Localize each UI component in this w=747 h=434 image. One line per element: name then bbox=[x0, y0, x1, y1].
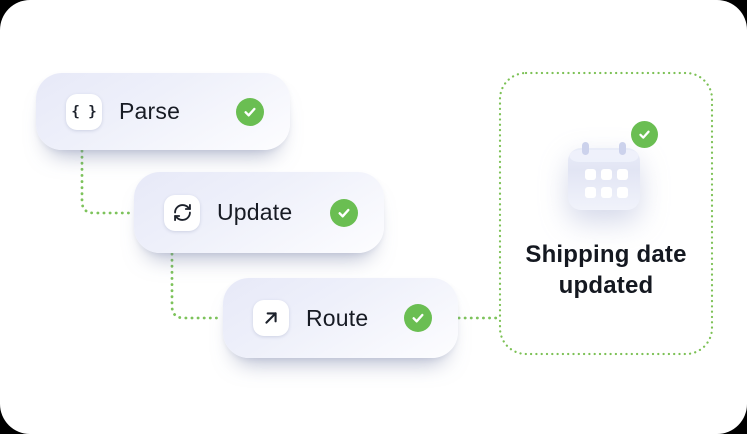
check-badge bbox=[330, 198, 358, 227]
check-badge bbox=[404, 304, 432, 332]
workflow-step-route[interactable]: Route bbox=[223, 278, 458, 358]
step-label: Route bbox=[306, 304, 369, 331]
check-badge bbox=[631, 121, 658, 148]
connector-parse-update bbox=[80, 149, 135, 215]
workflow-step-update[interactable]: Update bbox=[134, 172, 384, 253]
step-label: Update bbox=[217, 199, 293, 225]
refresh-icon bbox=[164, 194, 200, 231]
calendar-icon-glyph bbox=[568, 142, 640, 210]
result-title: Shipping date updated bbox=[525, 241, 687, 299]
check-badge bbox=[236, 97, 264, 126]
arrow-up-right-icon bbox=[253, 300, 289, 336]
check-icon bbox=[639, 130, 650, 139]
refresh-icon-glyph bbox=[173, 203, 191, 222]
check-icon bbox=[338, 208, 350, 218]
workflow-step-parse[interactable]: { } Parse bbox=[36, 73, 290, 150]
step-label: Parse bbox=[119, 98, 181, 124]
arrow-up-right-glyph bbox=[265, 312, 277, 324]
braces-icon: { } bbox=[66, 93, 102, 130]
calendar-icon bbox=[568, 142, 640, 210]
check-icon bbox=[412, 313, 424, 323]
check-icon bbox=[244, 107, 256, 117]
result-panel[interactable]: Shipping date updated bbox=[499, 72, 713, 355]
braces-glyph: { } bbox=[71, 103, 97, 120]
connector-update-route bbox=[170, 252, 224, 320]
